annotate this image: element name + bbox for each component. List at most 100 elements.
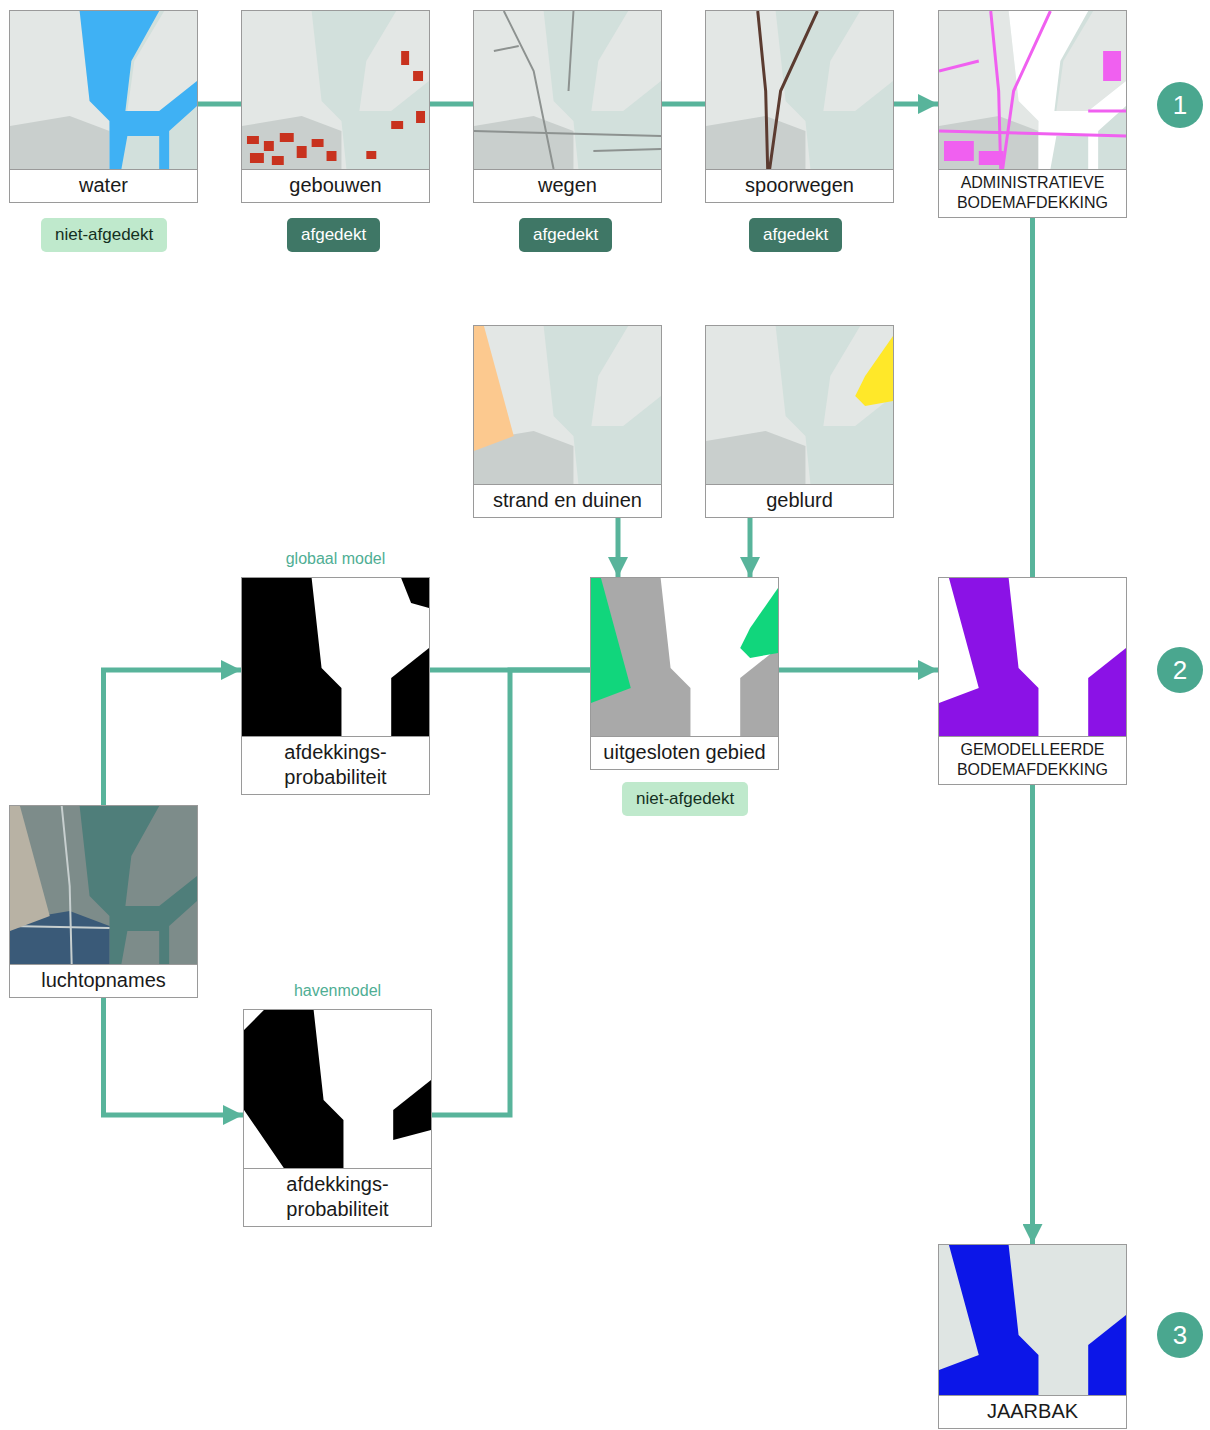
node-text: niet-afgedekt xyxy=(55,225,153,244)
node-text: strand en duinen xyxy=(493,489,642,511)
map-box: water xyxy=(9,10,198,203)
map-shape xyxy=(242,116,341,169)
map-shape xyxy=(740,588,778,658)
map-shape xyxy=(706,431,805,484)
node-text: wegen xyxy=(538,174,597,196)
map-shape xyxy=(366,151,376,159)
map-thumbnail xyxy=(242,11,429,169)
node-text: spoorwegen xyxy=(745,174,854,196)
status-badge: afgedekt xyxy=(749,218,842,252)
map-shape xyxy=(706,116,805,169)
map-shape xyxy=(591,578,631,703)
map-shape xyxy=(706,326,893,484)
node-text: niet-afgedekt xyxy=(636,789,734,808)
status-badge: afgedekt xyxy=(287,218,380,252)
box-caption: wegen xyxy=(474,169,661,202)
map-box: globaal modelafdekkings- probabiliteit xyxy=(241,577,430,795)
map-shape xyxy=(280,133,294,142)
callout-number: 1 xyxy=(1157,82,1203,128)
map-thumbnail xyxy=(242,578,429,736)
map-shape xyxy=(494,46,519,51)
box-caption: JAARBAK xyxy=(939,1395,1126,1428)
map-shape xyxy=(80,11,197,169)
map-shape xyxy=(244,1010,431,1168)
map-box: GEMODELLEERDE BODEMAFDEKKING xyxy=(938,577,1127,785)
map-shape xyxy=(939,116,1038,169)
map-shape xyxy=(391,648,429,736)
node-text: luchtopnames xyxy=(41,969,166,991)
map-shape xyxy=(939,1245,1126,1395)
box-caption: spoorwegen xyxy=(706,169,893,202)
map-shape xyxy=(10,806,197,964)
flow-connector xyxy=(748,518,753,577)
box-caption: geblurd xyxy=(706,484,893,517)
map-shape xyxy=(10,806,50,931)
flow-connector xyxy=(894,102,938,107)
map-shape xyxy=(10,116,109,169)
node-text: JAARBAK xyxy=(987,1400,1078,1422)
flow-connector xyxy=(1030,785,1035,1244)
map-thumbnail xyxy=(10,11,197,169)
map-box: wegen xyxy=(473,10,662,203)
map-thumbnail xyxy=(591,578,778,736)
map-shape xyxy=(591,578,690,736)
map-shape xyxy=(297,146,307,158)
map-box: gebouwen xyxy=(241,10,430,203)
map-shape xyxy=(62,806,72,964)
map-shape xyxy=(706,11,893,169)
node-text: afdekkings- probabiliteit xyxy=(284,741,386,788)
map-shape xyxy=(393,1080,431,1140)
status-badge: niet-afgedekt xyxy=(622,782,748,816)
map-shape xyxy=(504,11,554,169)
flow-connector xyxy=(432,670,590,1115)
map-shape xyxy=(939,11,1126,169)
map-shape xyxy=(242,578,341,736)
node-text: ADMINISTRATIEVE BODEMAFDEKKING xyxy=(957,174,1108,211)
map-shape xyxy=(474,131,661,136)
map-shape xyxy=(1088,1315,1126,1395)
node-text: afgedekt xyxy=(763,225,828,244)
map-shape xyxy=(944,141,974,161)
map-shape xyxy=(242,11,429,169)
map-shape xyxy=(416,111,425,123)
box-caption: luchtopnames xyxy=(10,964,197,997)
flow-connector xyxy=(1030,218,1035,577)
map-thumbnail xyxy=(474,326,661,484)
box-caption: gebouwen xyxy=(242,169,429,202)
box-caption: ADMINISTRATIEVE BODEMAFDEKKING xyxy=(939,169,1126,217)
map-box: uitgesloten gebied xyxy=(590,577,779,770)
flow-connector xyxy=(616,518,621,577)
node-text: geblurd xyxy=(766,489,833,511)
map-shape xyxy=(474,116,573,169)
map-shape xyxy=(242,578,429,736)
map-box: spoorwegen xyxy=(705,10,894,203)
map-shape xyxy=(1009,11,1126,169)
model-heading-wrap: havenmodel xyxy=(224,982,451,1000)
flow-connector xyxy=(662,102,705,107)
map-shape xyxy=(474,11,661,169)
map-box: strand en duinen xyxy=(473,325,662,518)
map-shape xyxy=(474,326,514,451)
map-shape xyxy=(1088,648,1126,736)
node-text: water xyxy=(79,174,128,196)
node-text: afgedekt xyxy=(533,225,598,244)
map-shape xyxy=(391,121,403,129)
box-caption: strand en duinen xyxy=(474,484,661,517)
map-shape xyxy=(770,11,818,169)
map-box: geblurd xyxy=(705,325,894,518)
map-shape xyxy=(413,71,423,81)
map-shape xyxy=(312,139,324,147)
map-box: JAARBAK xyxy=(938,1244,1127,1429)
map-shape xyxy=(991,11,1001,169)
map-shape xyxy=(979,151,1004,165)
map-shape xyxy=(939,61,979,71)
map-shape xyxy=(401,578,429,608)
model-heading-wrap: globaal model xyxy=(222,550,449,568)
map-shape xyxy=(327,151,337,161)
box-caption: GEMODELLEERDE BODEMAFDEKKING xyxy=(939,736,1126,784)
node-text: uitgesloten gebied xyxy=(603,741,765,763)
map-thumbnail xyxy=(474,11,661,169)
map-thumbnail xyxy=(939,11,1126,169)
node-text: afgedekt xyxy=(301,225,366,244)
